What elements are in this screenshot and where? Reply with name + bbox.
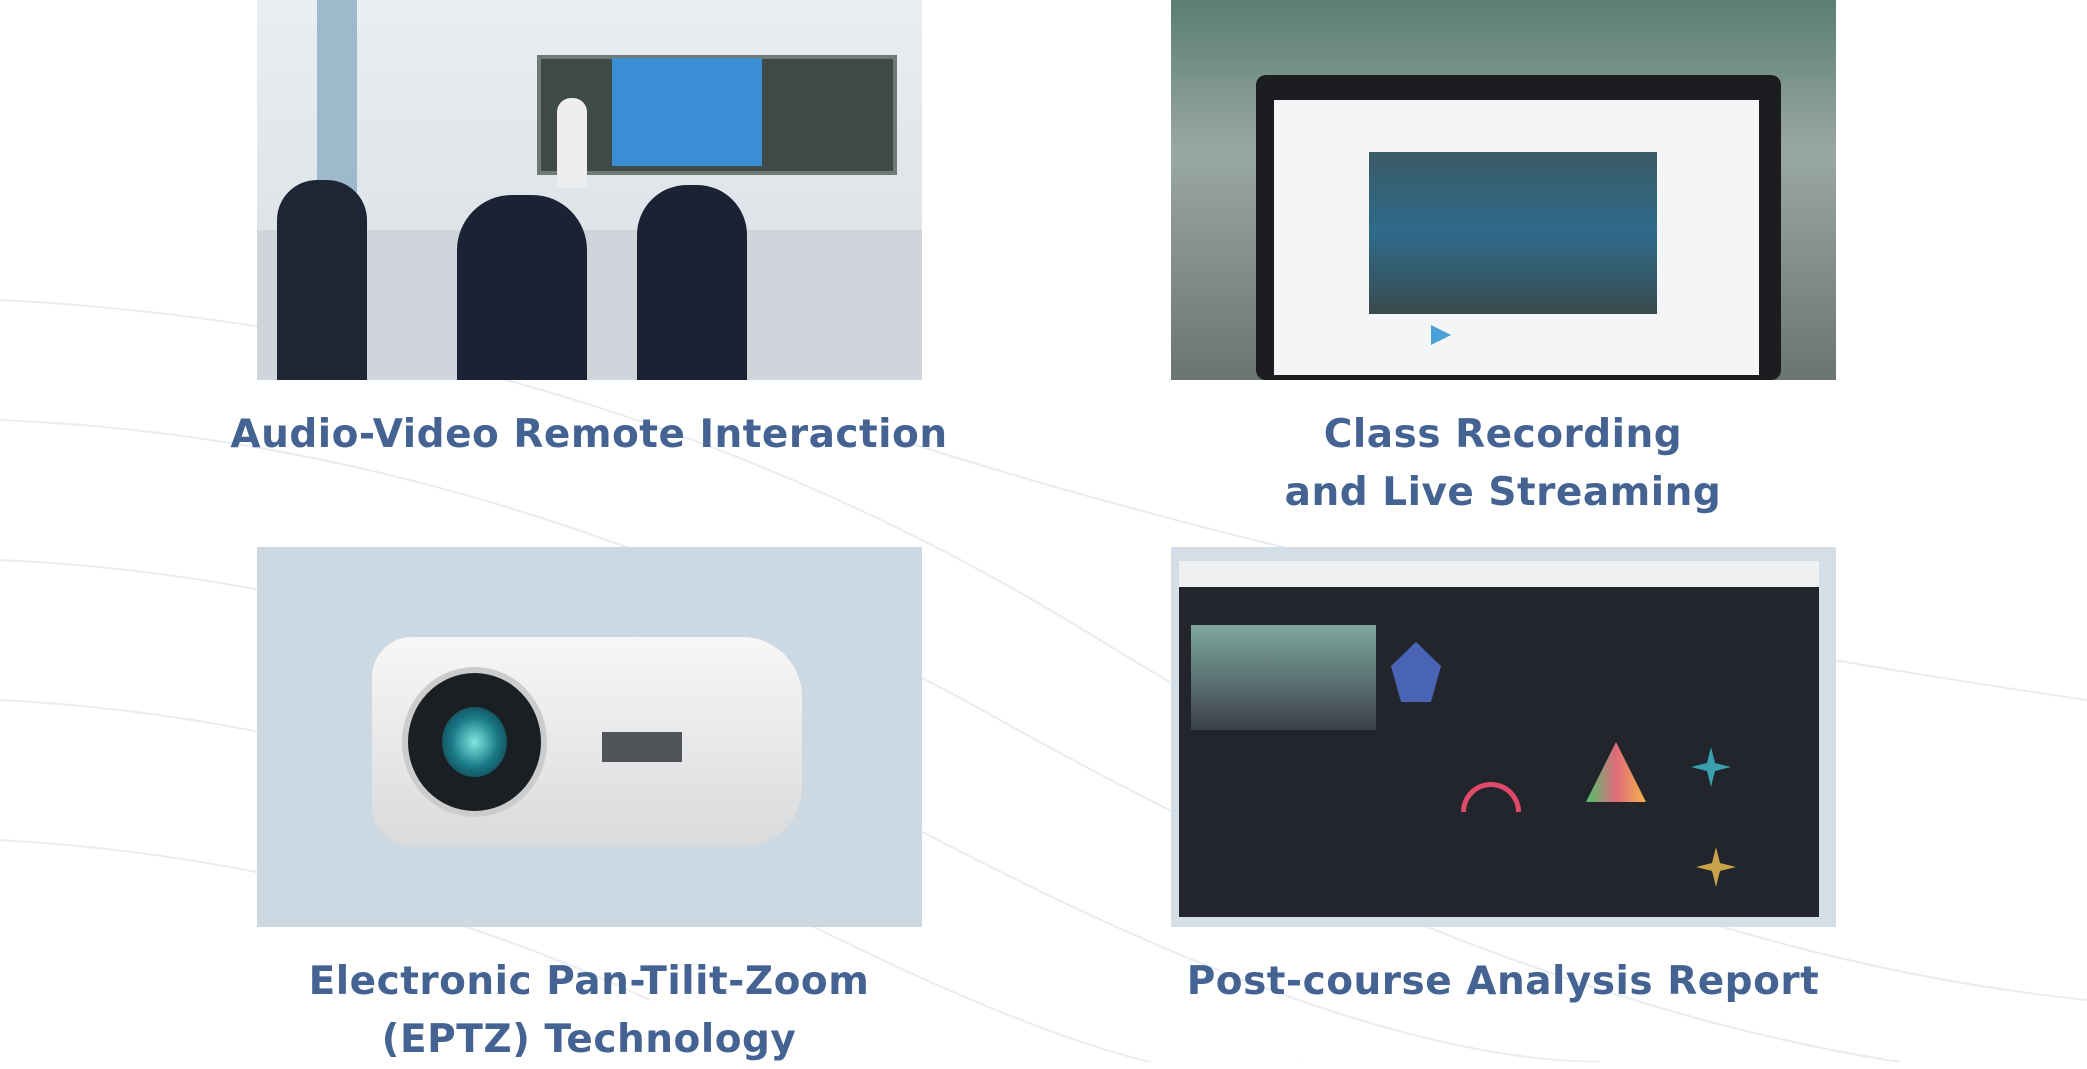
caption-eptz: Electronic Pan-Tilit-Zoom (EPTZ) Technol… [209,953,969,1069]
caption-line: and Live Streaming [1284,470,1722,515]
caption-post-course: Post-course Analysis Report [1123,953,1883,1011]
analytics-dashboard-screenshot [1171,547,1836,927]
caption-line: Class Recording [1323,412,1683,457]
caption-line: Electronic Pan-Tilit-Zoom [308,959,870,1004]
caption-line: (EPTZ) Technology [381,1017,797,1062]
laptop-live-stream-photo [1171,0,1836,380]
caption-class-recording: Class Recording and Live Streaming [1123,406,1883,522]
caption-audio-video: Audio-Video Remote Interaction [209,406,969,464]
classroom-remote-video-photo [257,0,922,380]
caption-line: Audio-Video Remote Interaction [230,412,948,457]
camera-product-photo [257,547,922,927]
caption-line: Post-course Analysis Report [1186,959,1820,1004]
